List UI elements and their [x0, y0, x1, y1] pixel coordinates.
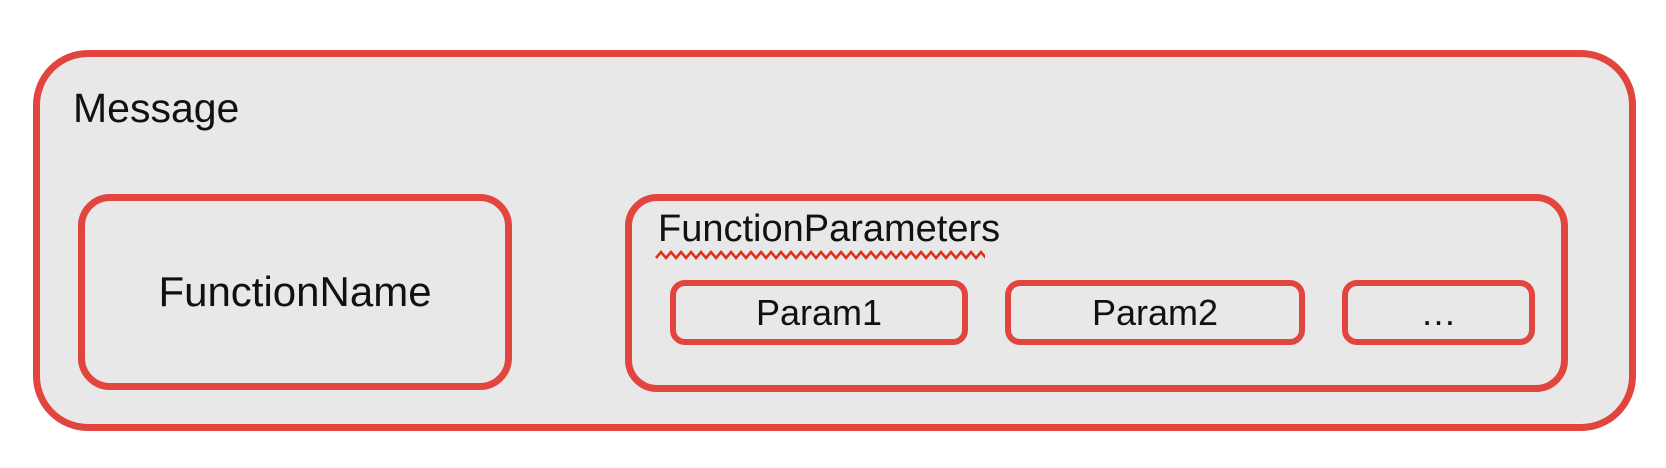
param-ellipsis-label: …: [1420, 291, 1457, 333]
param-1-label: Param1: [755, 291, 883, 333]
function-name-box: FunctionName: [78, 194, 512, 390]
wavy-underline-path: [655, 249, 985, 261]
param-ellipsis-box: …: [1342, 280, 1535, 345]
wavy-underline-icon: [655, 249, 985, 261]
function-parameters-label: FunctionParameters: [658, 208, 1001, 250]
function-name-label: FunctionName: [158, 268, 432, 315]
param-box-2: Param2: [1005, 280, 1305, 345]
message-label: Message: [73, 85, 240, 131]
param-box-1: Param1: [670, 280, 968, 345]
param-2-label: Param2: [1091, 291, 1219, 333]
